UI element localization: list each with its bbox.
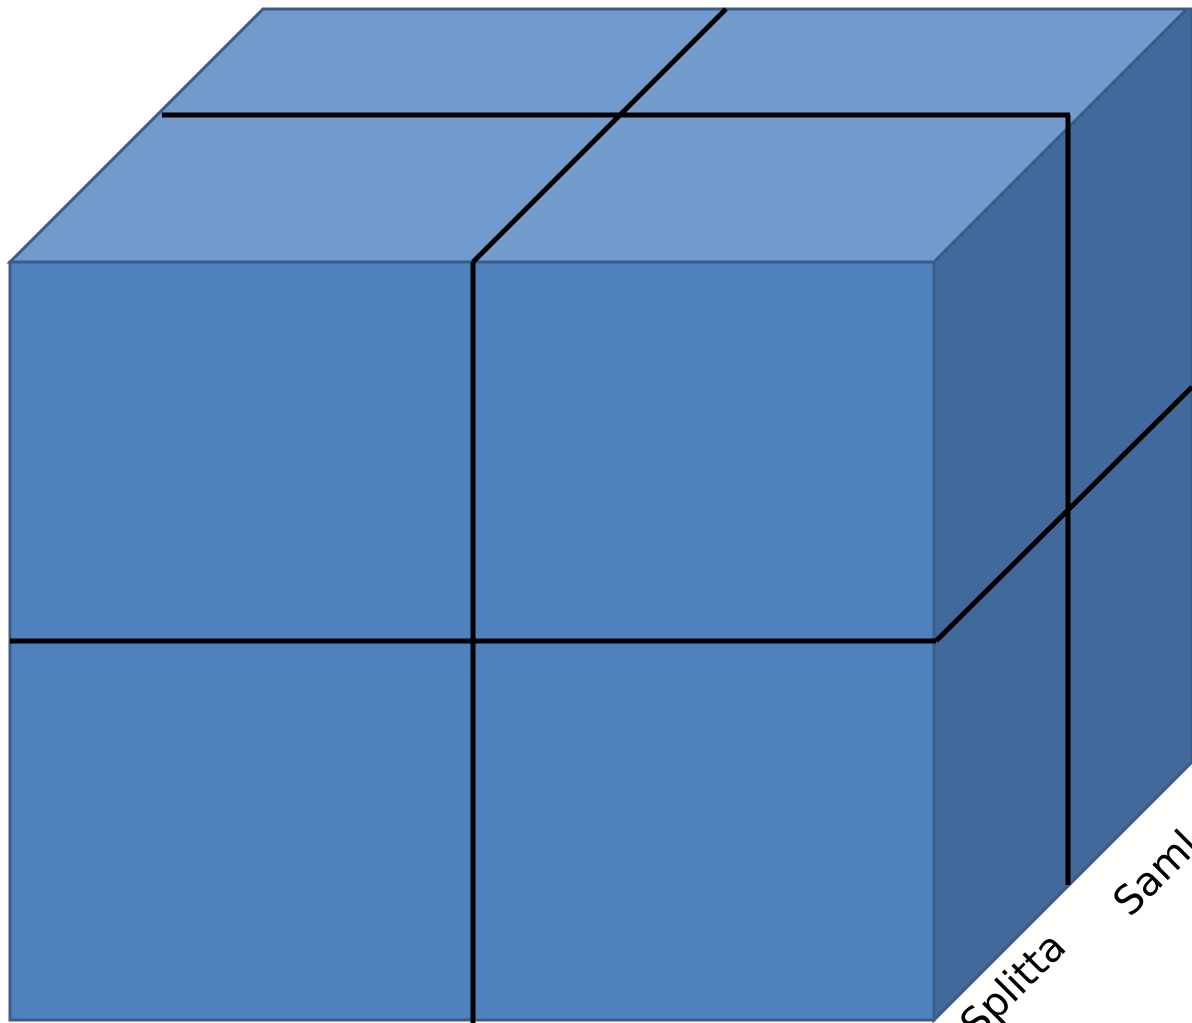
split-cube-diagram: Splitta Saml [0,0,1192,1023]
